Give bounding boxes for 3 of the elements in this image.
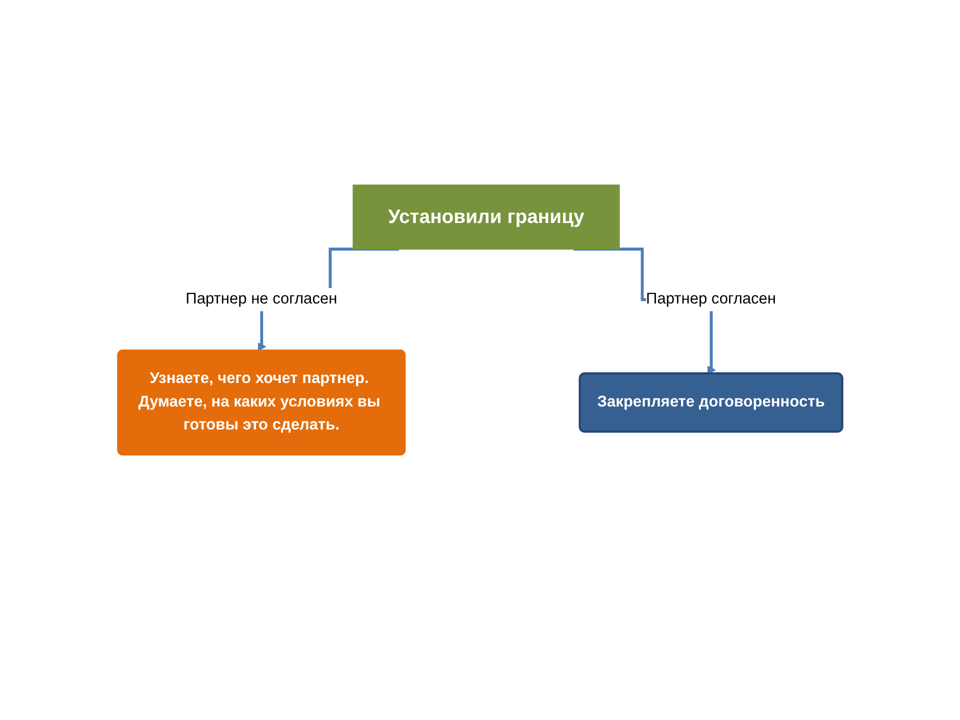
edge-label: Партнер не согласен	[186, 290, 338, 308]
node-box: Установили границу	[352, 184, 620, 250]
edge-label: Партнер согласен	[646, 290, 776, 308]
